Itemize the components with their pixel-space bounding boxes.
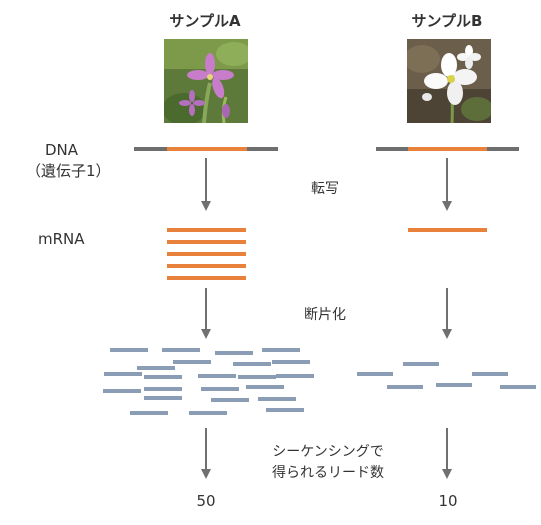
read-fragment	[387, 385, 423, 389]
sample-a-reads	[103, 348, 314, 415]
read-fragment	[266, 408, 304, 412]
sequencing-caption-line2: 得られるリード数	[272, 465, 384, 481]
sample-a-dna	[134, 147, 278, 151]
fragmentation-label: 断片化	[304, 307, 346, 323]
read-fragment	[104, 372, 142, 376]
read-fragment	[272, 360, 310, 364]
mrna-molecule	[408, 228, 487, 232]
read-fragment	[403, 362, 439, 366]
mrna-label: mRNA	[38, 230, 85, 248]
sample-b-read-count: 10	[438, 492, 458, 510]
sequencing-caption-line1: シーケンシングで	[272, 444, 384, 460]
mrna-molecule	[167, 264, 246, 268]
sample-b-mrna	[408, 228, 487, 232]
read-fragment	[137, 366, 175, 370]
sample-a-flower-photo	[164, 39, 248, 123]
gene1-segment	[167, 147, 247, 151]
read-fragment	[238, 375, 276, 379]
gene1-label: （遺伝子1）	[26, 162, 111, 180]
sample-a-read-count: 50	[196, 492, 216, 510]
dna-flank-right	[247, 147, 278, 151]
mrna-molecule	[167, 240, 246, 244]
read-fragment	[130, 411, 168, 415]
read-fragment	[201, 387, 239, 391]
read-fragment	[262, 348, 300, 352]
dna-flank-right	[487, 147, 519, 151]
sample-b-flower-photo	[407, 39, 491, 123]
dna-flank-left	[376, 147, 408, 151]
read-fragment	[189, 411, 227, 415]
read-fragment	[144, 387, 182, 391]
read-fragment	[173, 360, 211, 364]
read-fragment	[198, 374, 236, 378]
read-fragment	[103, 389, 141, 393]
read-fragment	[215, 351, 253, 355]
mrna-molecule	[167, 228, 246, 232]
read-fragment	[144, 396, 182, 400]
mrna-molecule	[167, 252, 246, 256]
read-fragment	[110, 348, 148, 352]
read-fragment	[472, 372, 508, 376]
mrna-molecule	[167, 276, 246, 280]
read-fragment	[276, 374, 314, 378]
read-fragment	[246, 385, 284, 389]
gene1-segment	[408, 147, 487, 151]
read-fragment	[258, 397, 296, 401]
sample-b-dna	[376, 147, 519, 151]
dna-flank-left	[134, 147, 167, 151]
read-fragment	[211, 398, 249, 402]
read-fragment	[436, 383, 472, 387]
read-fragment	[162, 348, 200, 352]
sequencing-caption: シーケンシングで 得られるリード数	[238, 442, 418, 484]
read-fragment	[144, 375, 182, 379]
read-fragment	[500, 385, 536, 389]
sample-a-title: サンプルA	[169, 12, 241, 30]
dna-label: DNA	[45, 141, 79, 159]
transcription-label: 転写	[311, 181, 339, 197]
sample-b-title: サンプルB	[411, 12, 483, 30]
sample-a-mrna	[167, 228, 246, 280]
read-fragment	[233, 362, 271, 366]
sample-b-reads	[357, 362, 536, 389]
read-fragment	[357, 372, 393, 376]
